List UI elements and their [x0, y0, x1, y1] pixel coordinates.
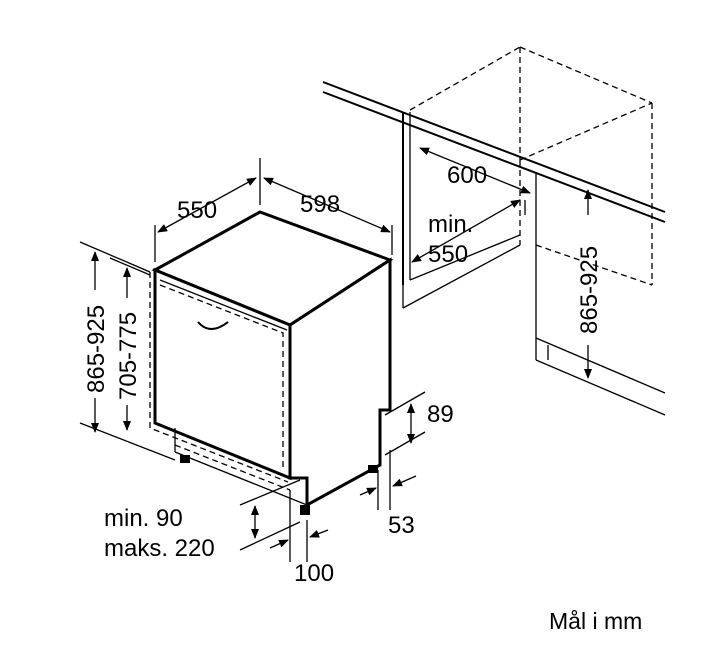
niche-width-dimension [419, 147, 531, 194]
label-550-depth: 550 [177, 197, 217, 224]
label-height-865-925-right: 865-925 [576, 246, 603, 334]
label-100: 100 [294, 560, 334, 587]
label-plinth-min: min. 90 [104, 505, 183, 532]
label-height-865-925-left: 865-925 [83, 305, 110, 393]
units-note: Mål i mm [549, 608, 642, 634]
dimension-89 [384, 391, 426, 456]
label-niche-550: 550 [428, 241, 468, 268]
label-89: 89 [427, 401, 454, 428]
cabinet-niche [322, 46, 666, 416]
label-height-705-775: 705-775 [115, 312, 142, 400]
plinth-height-dimension [239, 479, 301, 551]
dimension-53 [359, 450, 417, 510]
label-plinth-max: maks. 220 [104, 535, 215, 562]
dishwasher-body [149, 210, 394, 515]
width-dimension-598 [263, 177, 393, 255]
label-niche-min: min. [428, 211, 473, 238]
label-53: 53 [388, 512, 415, 539]
label-600-niche-width: 600 [447, 162, 487, 189]
height-dimension-865-925 [79, 241, 176, 461]
niche-depth-dimension [411, 199, 526, 263]
depth-dimension-550 [154, 158, 261, 262]
dimension-100 [269, 490, 329, 562]
height-dimension-705-775 [109, 257, 151, 431]
label-598-width: 598 [300, 191, 340, 218]
